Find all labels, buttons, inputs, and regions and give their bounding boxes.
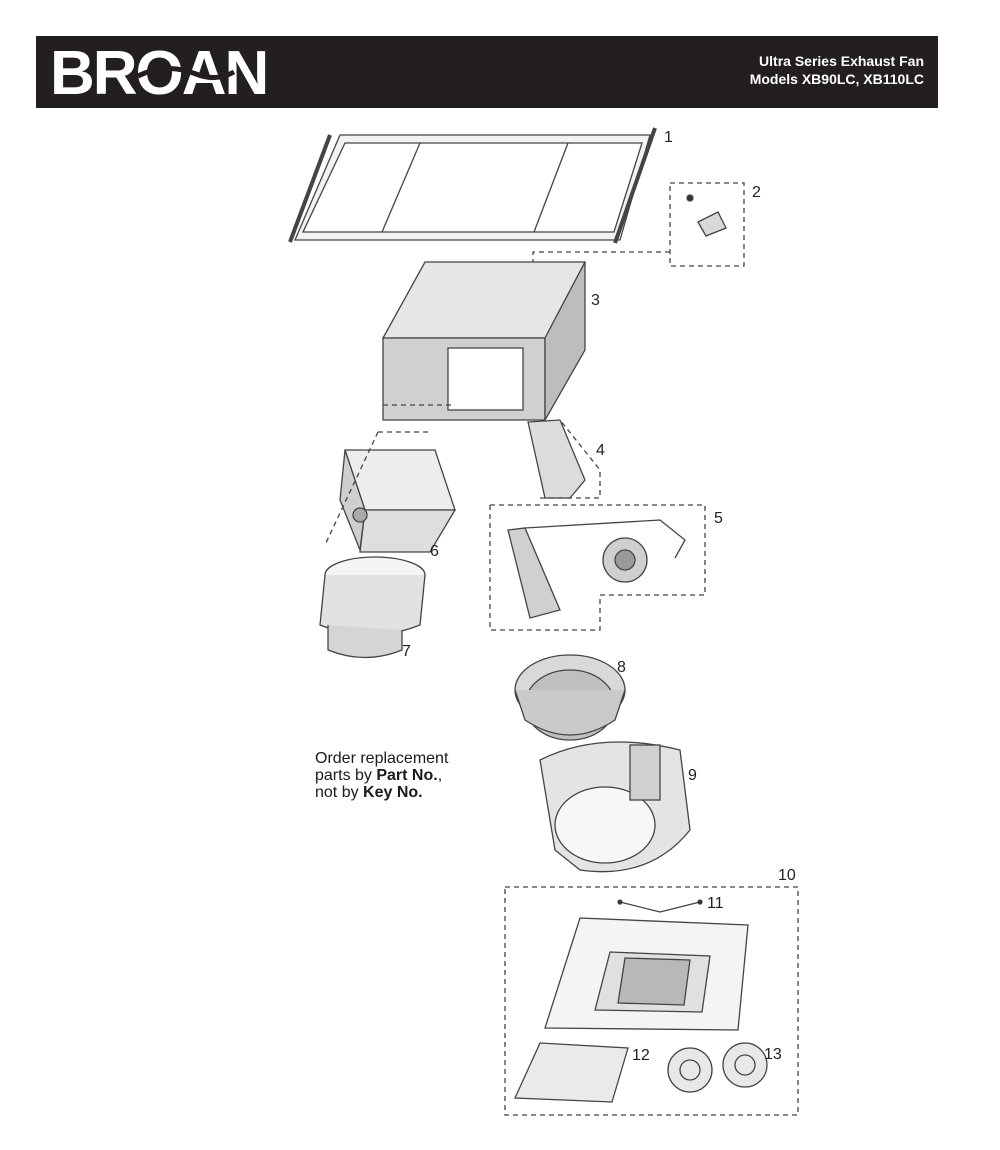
- key-12: 12: [632, 1047, 650, 1064]
- order-note-part-no: Part No.: [376, 767, 438, 784]
- part-11-spring: [617, 899, 703, 913]
- part-2-bracket: [532, 182, 745, 267]
- part-12-lens: [514, 1042, 629, 1103]
- key-7: 7: [402, 643, 411, 660]
- header-title-line1: Ultra Series Exhaust Fan: [759, 53, 924, 69]
- order-note-line1: Order replacement: [315, 750, 449, 767]
- part-7-round-duct: [319, 556, 426, 659]
- key-3: 3: [591, 292, 600, 309]
- header-title: Ultra Series Exhaust Fan Models XB90LC, …: [750, 52, 924, 88]
- order-note-line3: not by Key No.: [315, 784, 448, 801]
- part-1-mounting-frame: [288, 127, 657, 244]
- order-note-text2: not by: [315, 784, 364, 801]
- part-3-housing: [381, 261, 587, 423]
- order-note-comma: ,: [437, 767, 443, 784]
- key-13: 13: [764, 1046, 782, 1063]
- order-note: Order replacement parts by Part No., not…: [315, 750, 448, 801]
- order-note-line2: parts by Part No.,: [315, 767, 448, 784]
- key-8: 8: [617, 659, 626, 676]
- order-note-text: parts by: [315, 767, 377, 784]
- key-1: 1: [664, 129, 673, 146]
- order-note-key-no: Key No.: [363, 784, 423, 801]
- key-10: 10: [778, 867, 796, 884]
- part-8-blower-wheel: [514, 654, 626, 741]
- key-5: 5: [714, 510, 723, 527]
- part-13-bulbs: [667, 1042, 768, 1093]
- part-4-damper: [527, 419, 601, 499]
- broan-logo: BROAN: [50, 42, 269, 102]
- key-2: 2: [752, 184, 761, 201]
- part-9-blower-housing: [539, 741, 691, 873]
- key-4: 4: [596, 442, 605, 459]
- key-11: 11: [707, 895, 724, 912]
- part-6-duct-adapter: [324, 431, 457, 553]
- part-10-grille-assembly: [504, 886, 799, 1116]
- header-title-line2: Models XB90LC, XB110LC: [749, 71, 924, 87]
- key-6: 6: [430, 543, 439, 560]
- header-banner: BROAN Ultra Series Exhaust Fan Models XB…: [36, 36, 938, 108]
- key-9: 9: [688, 767, 697, 784]
- part-5-motor-plate: [489, 504, 706, 631]
- key-numbers: 1 2 3 4 5 6 7 8 9 10 11 12 13: [402, 129, 796, 1064]
